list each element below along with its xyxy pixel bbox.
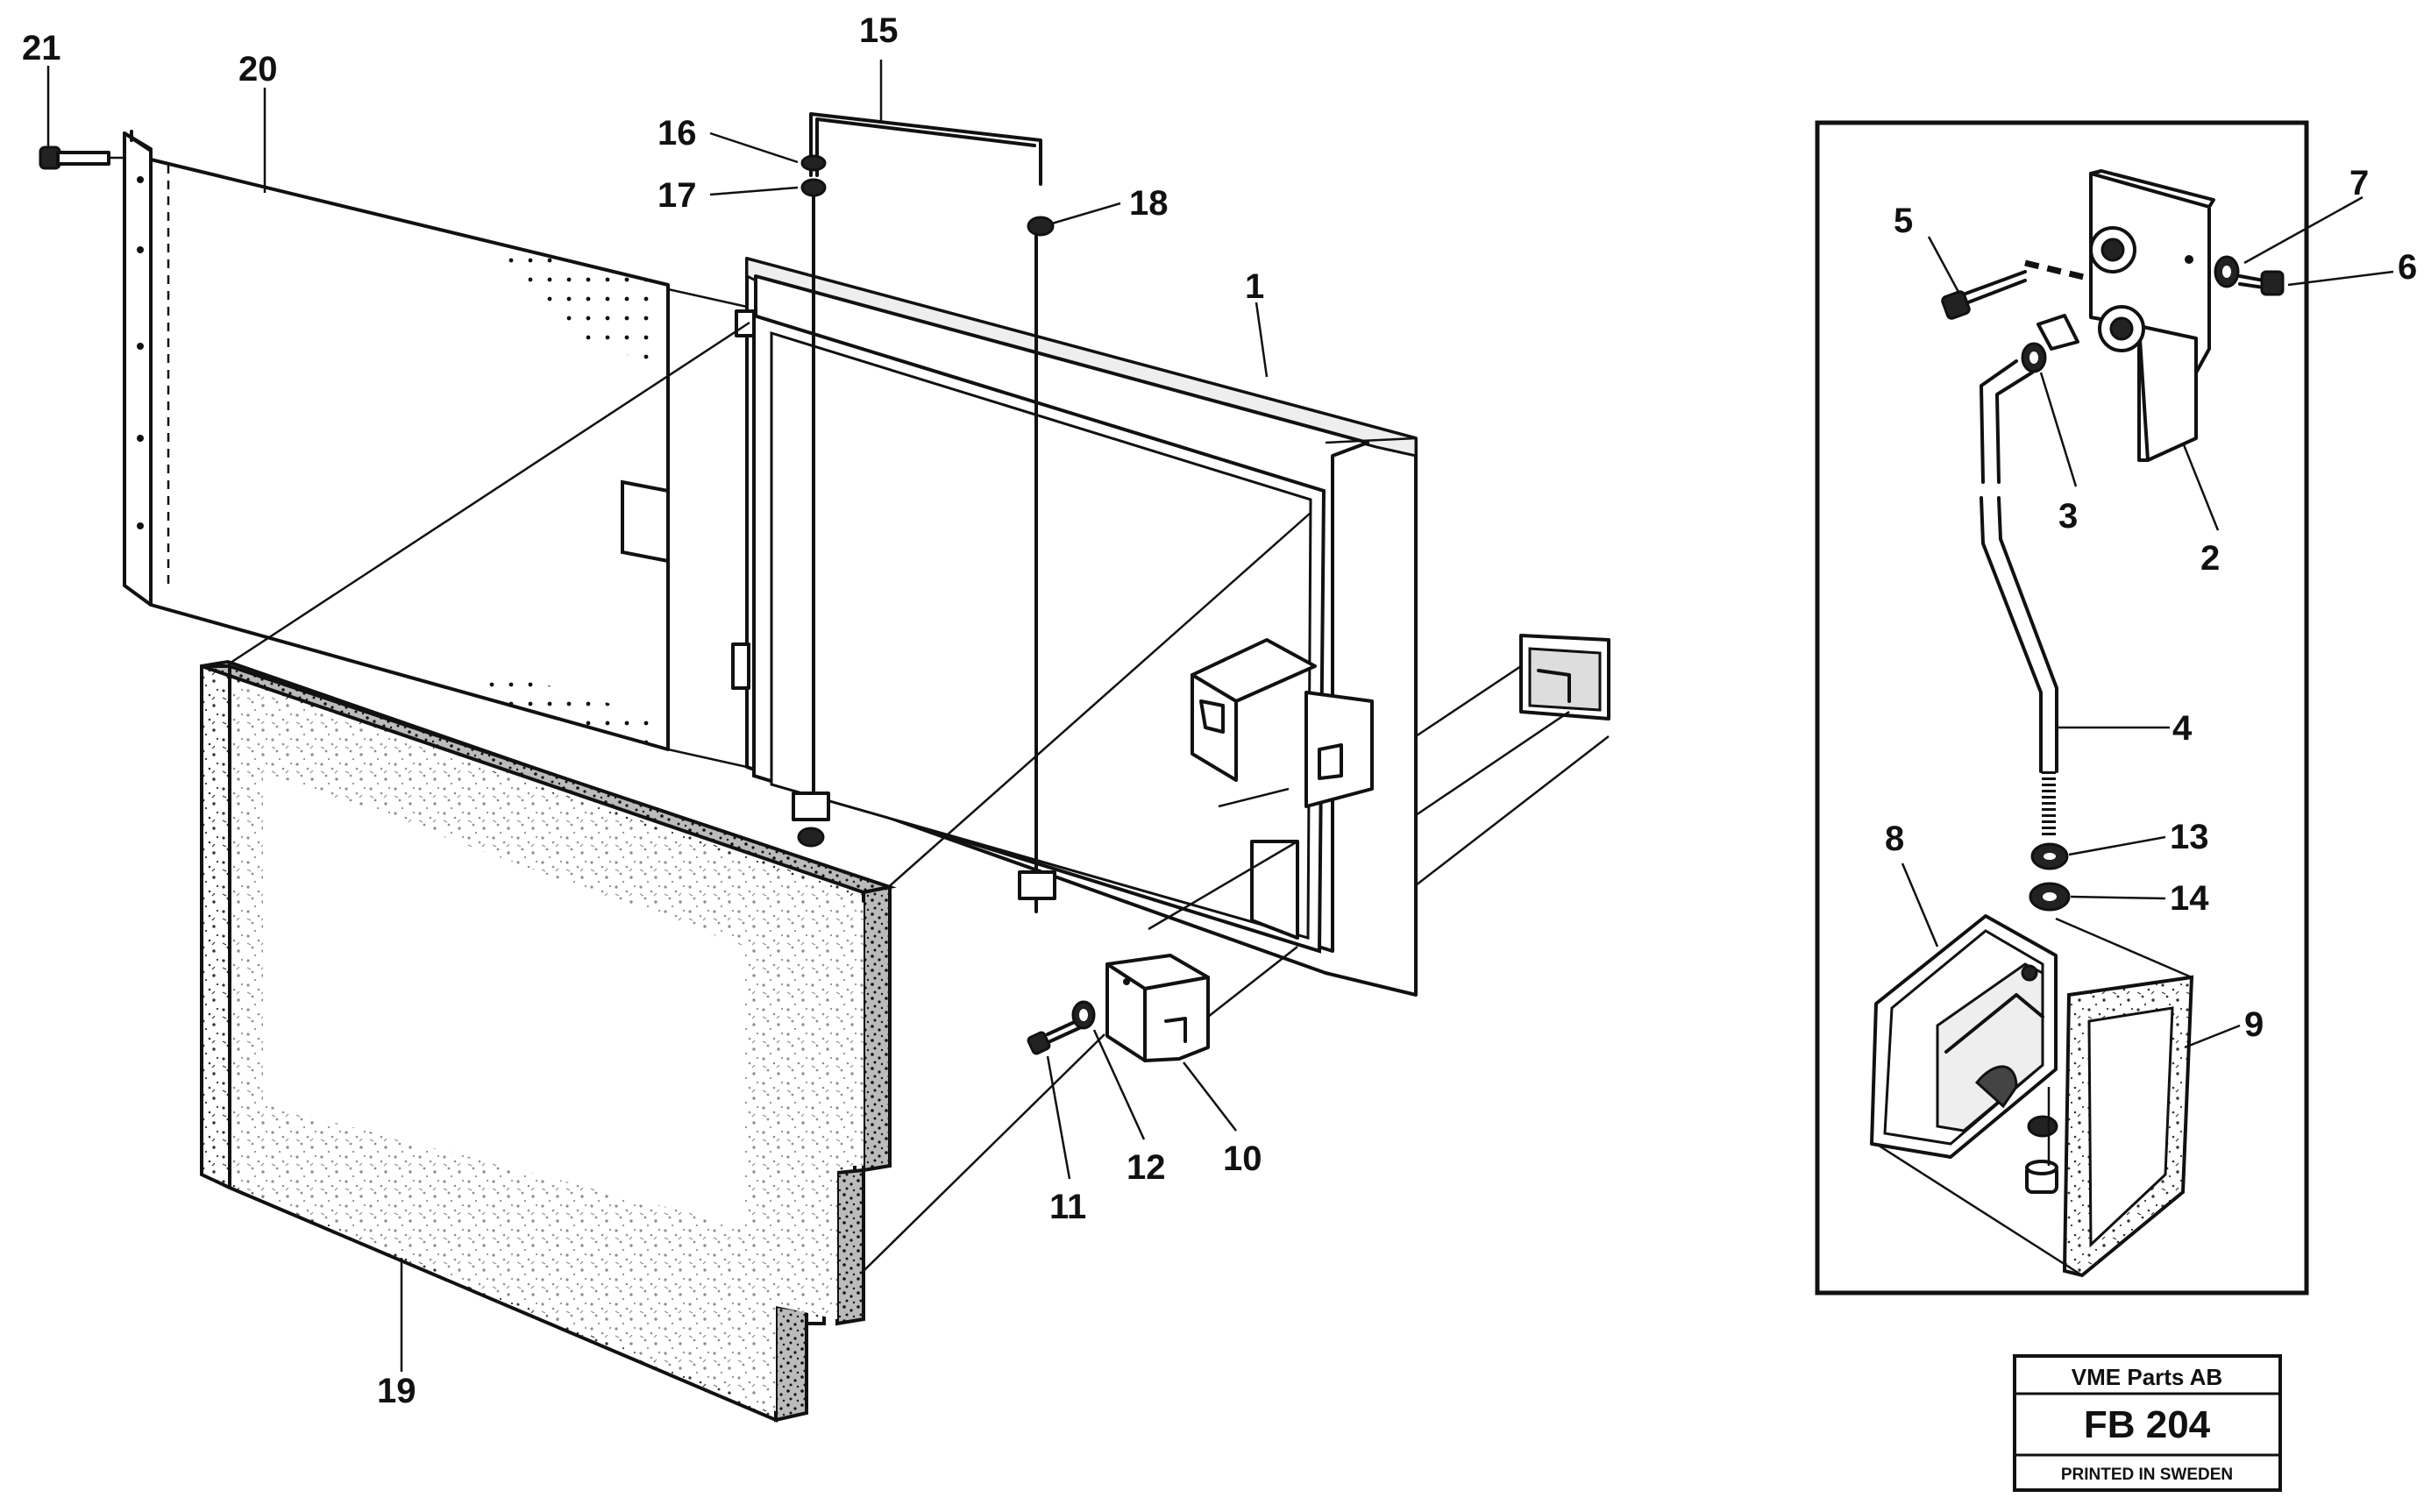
gasket-part-9 (2062, 975, 2194, 1278)
callout-19: 19 (377, 1372, 416, 1410)
frame-part-1 (731, 257, 1418, 997)
callout-9: 9 (2244, 1005, 2264, 1044)
rod-part-15 (792, 112, 1056, 913)
handle-housing-part-8 (1870, 914, 2058, 1159)
callout-labels: 1 2 3 4 5 6 7 8 9 10 11 12 13 14 15 16 1… (22, 11, 2417, 1410)
inset-detail-box (1815, 120, 2309, 1295)
callout-16: 16 (658, 114, 697, 153)
callout-11: 11 (1049, 1188, 1086, 1226)
insulation-panel-part-19 (200, 659, 897, 1423)
latch-housing (1519, 634, 1610, 721)
screw-part-11 (1027, 1019, 1083, 1055)
callout-8: 8 (1885, 820, 1904, 858)
nut-part-17 (800, 178, 827, 197)
callout-13: 13 (2170, 818, 2209, 856)
callout-6: 6 (2398, 248, 2417, 287)
callout-15: 15 (859, 11, 899, 50)
nut-part-18 (1027, 216, 1055, 237)
callout-10: 10 (1223, 1139, 1262, 1178)
callout-18: 18 (1129, 184, 1169, 223)
callout-2: 2 (2200, 539, 2220, 578)
screw-part-21 (39, 146, 124, 170)
clip-part-3 (2021, 342, 2047, 373)
callout-7: 7 (2349, 164, 2369, 202)
callout-17: 17 (658, 176, 697, 215)
bracket-part-10 (1105, 954, 1210, 1062)
lock-bracket-part-2 (2036, 169, 2215, 462)
callout-3: 3 (2058, 497, 2078, 536)
clip-brackets (1191, 638, 1374, 940)
callout-21: 21 (22, 29, 61, 67)
callout-5: 5 (1894, 202, 1913, 240)
rod-part-4 (1980, 359, 2058, 837)
perforated-panel-part-20 (123, 130, 670, 751)
washer-part-16 (800, 154, 827, 172)
washer-part-13 (2030, 842, 2069, 870)
screw-part-6 (2238, 270, 2285, 296)
title-stamp: VME Parts AB FB 204 PRINTED IN SWEDEN (2013, 1354, 2282, 1492)
screw-part-5 (1941, 259, 2092, 320)
assembly-lines (227, 287, 1610, 1272)
stamp-code: FB 204 (2084, 1403, 2211, 1446)
washer-part-12 (1071, 1000, 1096, 1030)
callout-1: 1 (1245, 267, 1264, 306)
stamp-note: PRINTED IN SWEDEN (2061, 1466, 2233, 1484)
callout-12: 12 (1127, 1148, 1166, 1187)
callout-leaders (46, 60, 2394, 1372)
stamp-company: VME Parts AB (2072, 1364, 2222, 1390)
washer-part-7 (2214, 255, 2240, 288)
callout-14: 14 (2170, 879, 2209, 918)
callout-20: 20 (238, 50, 278, 89)
washer-part-14 (2029, 882, 2071, 912)
callout-4: 4 (2172, 709, 2193, 748)
